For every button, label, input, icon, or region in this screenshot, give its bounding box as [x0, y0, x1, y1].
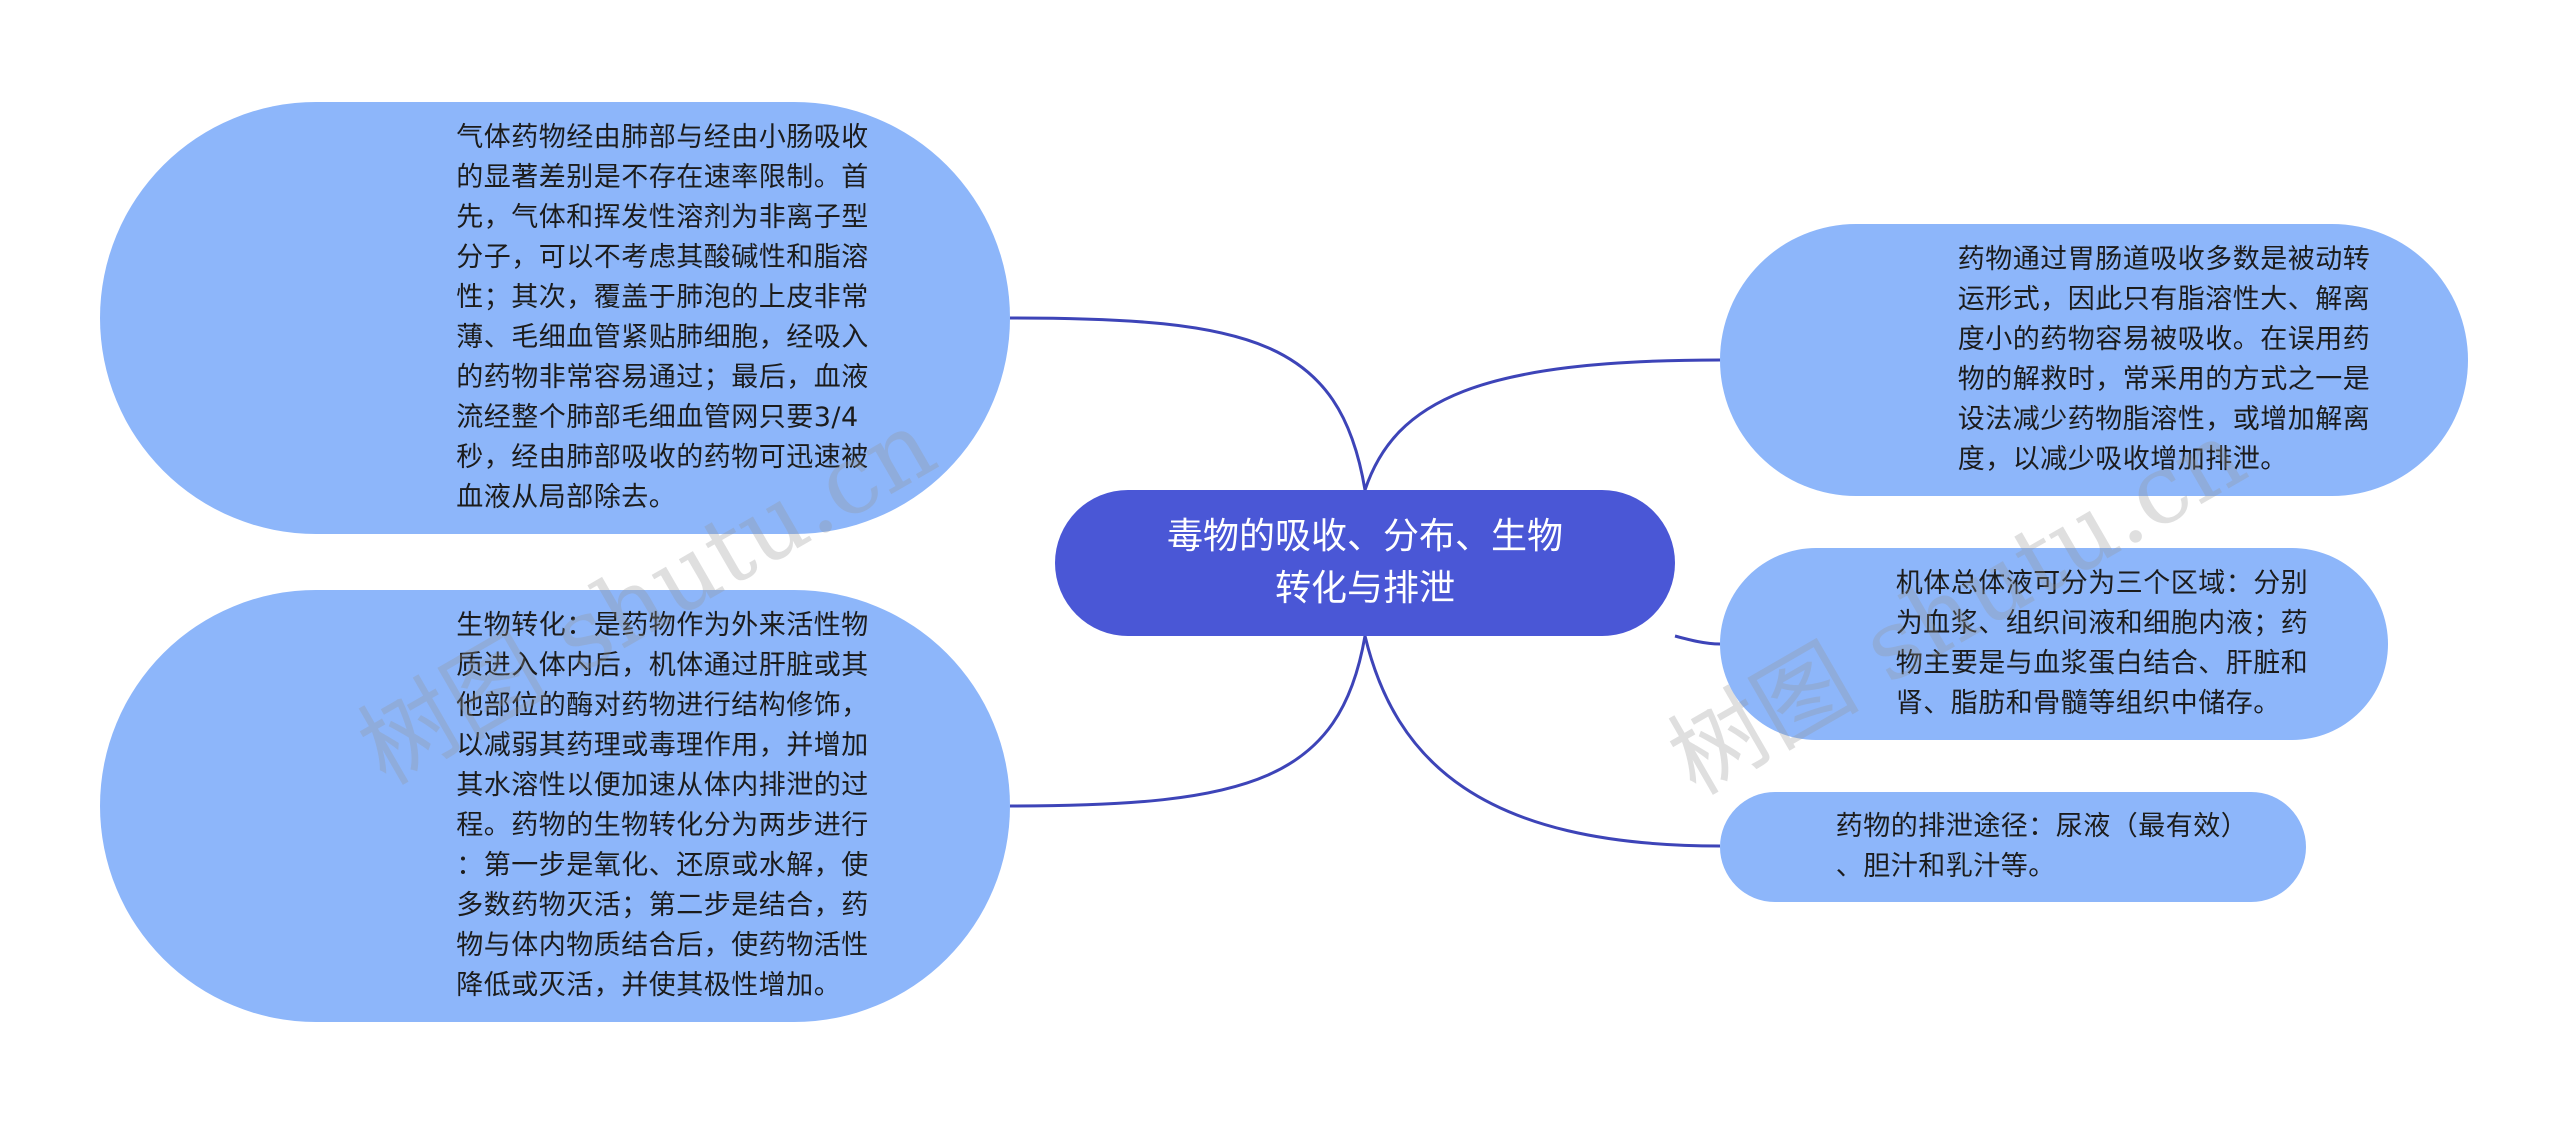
connector-root-to-right-3	[1363, 635, 1721, 848]
topic-node-excretion[interactable]: 药物的排泄途径：尿液（最有效） 、胆汁和乳汁等。	[1720, 792, 2306, 902]
topic-text: 机体总体液可分为三个区域：分别 为血浆、组织间液和细胞内液；药 物主要是与血浆蛋…	[1895, 568, 2309, 719]
connector-root-to-right-2	[1674, 634, 1721, 646]
connector-root-to-left-1	[1009, 316, 1367, 491]
topic-text: 气体药物经由肺部与经由小肠吸收 的显著差别是不存在速率限制。首 先，气体和挥发性…	[456, 122, 869, 513]
root-topic-node[interactable]: 毒物的吸收、分布、生物 转化与排泄	[1055, 490, 1675, 636]
topic-node-distribution[interactable]: 机体总体液可分为三个区域：分别 为血浆、组织间液和细胞内液；药 物主要是与血浆蛋…	[1720, 548, 2388, 740]
topic-text: 药物的排泄途径：尿液（最有效） 、胆汁和乳汁等。	[1835, 811, 2249, 882]
root-topic-label: 毒物的吸收、分布、生物 转化与排泄	[1166, 516, 1563, 609]
topic-node-gi-absorption[interactable]: 药物通过胃肠道吸收多数是被动转 运形式，因此只有脂溶性大、解离 度小的药物容易被…	[1720, 224, 2468, 496]
topic-node-lung-absorption[interactable]: 气体药物经由肺部与经由小肠吸收 的显著差别是不存在速率限制。首 先，气体和挥发性…	[100, 102, 1010, 534]
connector-root-to-right-1	[1363, 358, 1721, 491]
topic-node-biotransformation[interactable]: 生物转化：是药物作为外来活性物 质进入体内后，机体通过肝脏或其 他部位的酶对药物…	[100, 590, 1010, 1022]
topic-text: 药物通过胃肠道吸收多数是被动转 运形式，因此只有脂溶性大、解离 度小的药物容易被…	[1957, 244, 2371, 475]
topic-text: 生物转化：是药物作为外来活性物 质进入体内后，机体通过肝脏或其 他部位的酶对药物…	[456, 610, 869, 1001]
connector-root-to-left-2	[1009, 635, 1367, 808]
